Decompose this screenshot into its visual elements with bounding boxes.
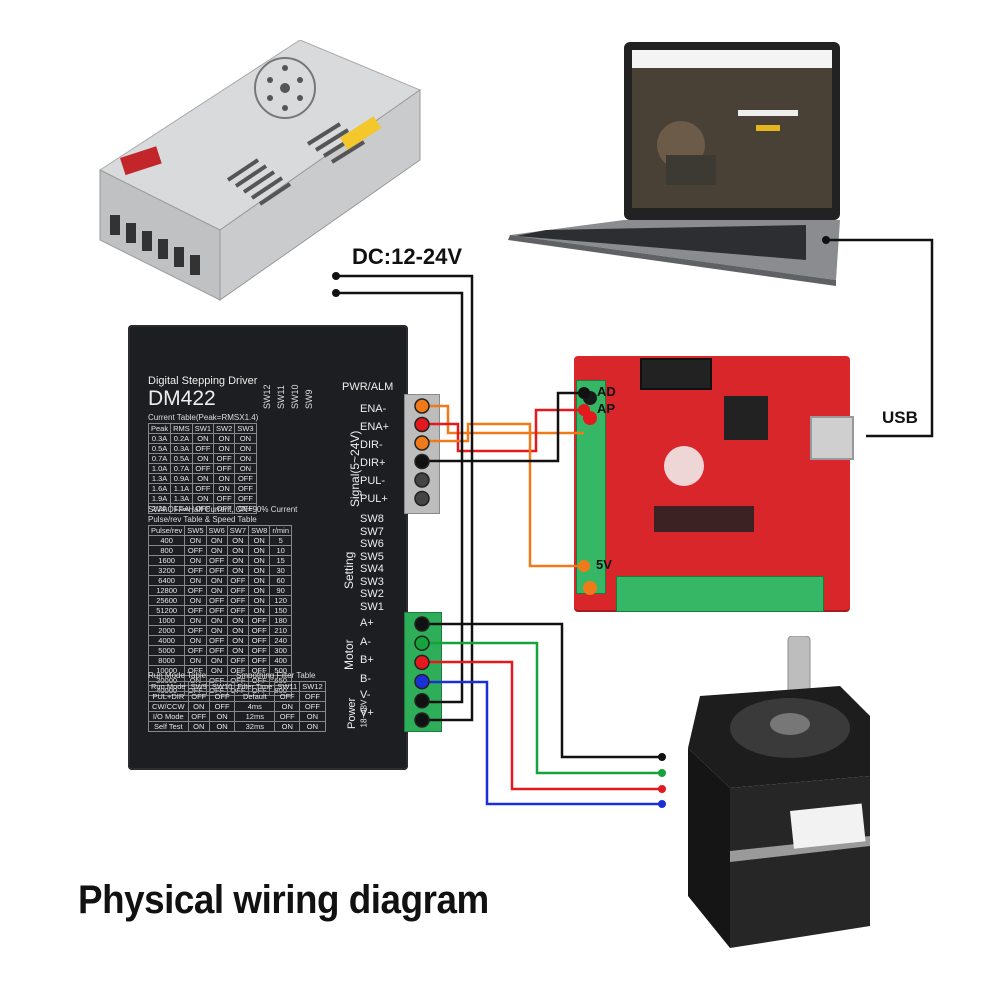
motor-pin-a: A+ (360, 617, 374, 629)
smoothing-table-title: Smoothing Filter Table (236, 671, 316, 680)
pin-ad-label: AD (597, 384, 616, 399)
setting-pin-sw5: SW5 (360, 550, 384, 563)
signal-pin-ena: ENA+ (360, 421, 390, 433)
driver-brand: Digital Stepping Driver (148, 375, 258, 387)
motor-pin-a: A- (360, 635, 371, 648)
motor-screw-terminal (414, 673, 430, 690)
driver-chips (654, 506, 754, 532)
run-mode-table-cell: ON (208, 721, 236, 732)
setting-pin-sw7: SW7 (360, 525, 384, 538)
usb-connector (810, 416, 854, 460)
motor-screw-terminal (414, 693, 430, 709)
signal-pin-pul: PUL+ (360, 493, 388, 505)
current-table-cell: OFF (234, 503, 257, 514)
bottom-terminal-block (616, 576, 824, 612)
motor-screw-terminal (414, 635, 430, 651)
run-mode-table-cell: ON (299, 721, 326, 732)
wire-b-minus (422, 680, 662, 806)
signal-screw-terminal (414, 416, 430, 433)
setting-pin-sw1: SW1 (360, 600, 384, 613)
setting-pin-sw2: SW2 (360, 588, 384, 600)
signal-screw-terminal (414, 472, 430, 488)
wire-a-minus (422, 641, 662, 775)
setting-pin-sw4: SW4 (360, 563, 384, 575)
motor-screw-terminal (414, 616, 430, 632)
signal-pin-dir: DIR- (360, 439, 383, 451)
wire-dir-minus (422, 422, 584, 568)
setting-pin-sw8: SW8 (360, 513, 384, 525)
motor-pin-b: B+ (360, 654, 374, 666)
idc-header (640, 358, 712, 390)
logo-bird-icon (664, 446, 704, 486)
pwr-alm-label: PWR/ALM (342, 381, 394, 393)
signal-pin-pul: PUL- (360, 475, 386, 487)
wire-dc-positive (336, 274, 474, 722)
mcu-chip (724, 396, 768, 440)
power-pin-v: V+ (360, 707, 374, 719)
motor-screw-terminal (414, 654, 430, 671)
page-title: Physical wiring diagram (78, 878, 489, 922)
current-table-cell: 2.2A (147, 503, 172, 514)
laptop-icon (508, 42, 840, 286)
motor-screw-terminal (414, 712, 430, 728)
power-pin-v: V- (360, 689, 371, 701)
driver-model: DM422 (148, 387, 216, 410)
setting-pin-sw6: SW6 (360, 538, 384, 550)
stepper-motor-icon (688, 636, 870, 948)
signal-screw-terminal (414, 453, 430, 470)
pin-ap-label: AP (597, 401, 616, 416)
power-supply-icon (98, 40, 422, 301)
wire-dc-negative (336, 291, 464, 704)
signal-pin-ena: ENA- (360, 403, 387, 415)
pulse-table-title: Pulse/rev Table & Speed Table (148, 515, 257, 524)
signal-pin-dir: DIR+ (360, 457, 386, 469)
wire-dir-plus (422, 391, 584, 463)
current-table-title: Current Table(Peak=RMSX1.4) (148, 413, 259, 422)
wire-a-plus (422, 622, 662, 759)
sw4-note: SW4:OFF=Half Current, ON=90% Current (148, 505, 298, 514)
run-mode-table-cell: 32ms (234, 721, 276, 732)
signal-screw-terminal (414, 490, 430, 507)
dc-voltage-label: DC:12-24V (352, 244, 463, 269)
wire-b-plus (422, 660, 662, 791)
signal-screw-terminal (414, 398, 430, 414)
pin-5v-label: 5V (596, 557, 612, 572)
wire-ena-plus (422, 408, 584, 453)
wire-usb (826, 238, 934, 438)
stepper-driver: Digital Stepping Driver DM422 SW12 SW11 … (128, 325, 408, 770)
motor-power-terminal-block (404, 612, 442, 732)
run-mode-table-title: Run Mode Table (148, 671, 207, 680)
wire-ena-minus (422, 404, 584, 435)
setting-pin-sw3: SW3 (360, 575, 384, 588)
left-terminal-block (576, 380, 606, 595)
breakout-board-icon (574, 356, 854, 612)
signal-screw-terminal (414, 435, 430, 451)
motor-pin-b: B- (360, 672, 371, 685)
usb-label: USB (882, 408, 918, 427)
